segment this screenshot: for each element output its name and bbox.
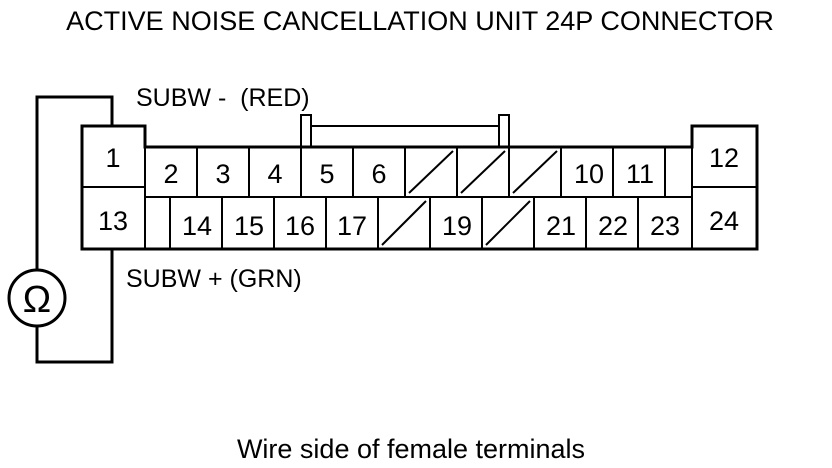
ohm-symbol: Ω — [23, 279, 51, 321]
terminal-21: 21 — [546, 211, 576, 241]
unused-cavity-20 — [485, 200, 531, 246]
wire-label-subw-plus: SUBW + (GRN) — [126, 265, 302, 293]
ohmmeter-icon — [7, 268, 67, 328]
terminal-14: 14 — [182, 211, 212, 241]
terminal-15: 15 — [234, 211, 264, 241]
terminal-10: 10 — [574, 159, 604, 189]
terminal-1: 1 — [105, 143, 120, 173]
unused-cavity-18 — [381, 200, 427, 246]
terminal-12: 12 — [709, 143, 739, 173]
latch-post-left — [300, 114, 312, 148]
terminal-16: 16 — [285, 211, 315, 241]
terminal-19: 19 — [442, 211, 472, 241]
latch-post-right — [498, 114, 510, 148]
diagram-title: ACTIVE NOISE CANCELLATION UNIT 24P CONNE… — [66, 6, 774, 36]
unused-cavity-9 — [512, 150, 558, 194]
wire-label-subw-minus: SUBW - (RED) — [136, 84, 310, 112]
terminal-2: 2 — [163, 159, 178, 189]
unused-cavity-7 — [408, 150, 454, 194]
meter-lead-top — [35, 95, 114, 270]
terminal-17: 17 — [337, 211, 367, 241]
terminal-3: 3 — [215, 159, 230, 189]
connector-body — [80, 124, 759, 251]
terminal-5: 5 — [319, 159, 334, 189]
terminal-13: 13 — [98, 206, 128, 236]
terminal-4: 4 — [267, 159, 282, 189]
unused-cavity-8 — [460, 150, 506, 194]
terminal-22: 22 — [598, 211, 628, 241]
diagram-caption: Wire side of female terminals — [237, 434, 585, 464]
meter-lead-bottom — [35, 248, 114, 364]
terminal-24: 24 — [709, 206, 739, 236]
terminal-11: 11 — [626, 159, 654, 189]
terminal-6: 6 — [371, 159, 386, 189]
terminal-23: 23 — [650, 211, 680, 241]
